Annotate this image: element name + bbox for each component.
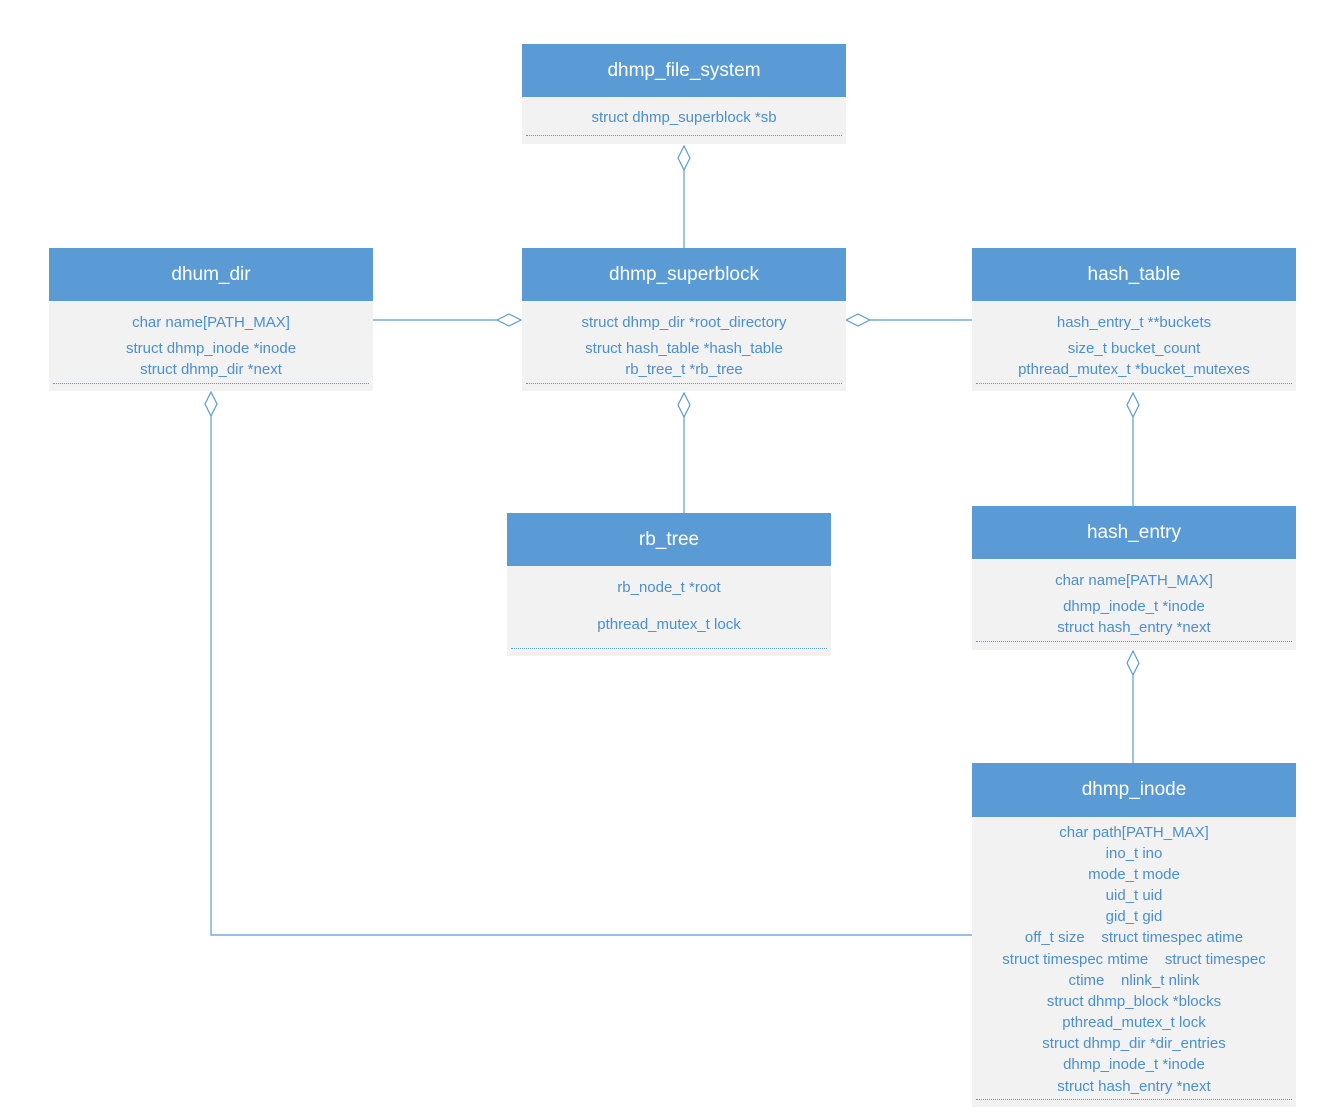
field: rb_tree_t *rb_tree: [625, 361, 743, 378]
field-divider: [526, 135, 842, 136]
field: struct hash_table *hash_table: [585, 340, 783, 357]
field: mode_t mode: [1088, 866, 1180, 883]
class-dhmp-file-system: dhmp_file_system struct dhmp_superblock …: [522, 44, 846, 144]
field: off_t size struct timespec atime: [1024, 929, 1244, 946]
aggregation-diamond-superblock-right: [844, 313, 872, 327]
field-divider: [511, 648, 827, 649]
field: struct hash_entry *next: [1057, 1078, 1211, 1095]
field: pthread_mutex_t lock: [1062, 1014, 1206, 1031]
class-title: dhmp_superblock: [522, 248, 846, 301]
connector-inode-dir: [210, 416, 972, 936]
class-dhum-dir: dhum_dir char name[PATH_MAX] struct dhmp…: [49, 248, 373, 391]
field: pthread_mutex_t *bucket_mutexes: [1018, 361, 1250, 378]
aggregation-diamond-hashentry: [1126, 649, 1140, 677]
field: char name[PATH_MAX]: [1055, 572, 1213, 589]
field: char name[PATH_MAX]: [132, 314, 290, 331]
field: struct dhmp_dir *root_directory: [581, 314, 787, 331]
field: size_t bucket_count: [1067, 340, 1201, 357]
class-fields: rb_node_t *root pthread_mutex_t lock: [507, 566, 831, 656]
class-fields: hash_entry_t **buckets size_t bucket_cou…: [972, 301, 1296, 391]
class-title: dhmp_inode: [972, 763, 1296, 817]
field: struct hash_entry *next: [1057, 619, 1211, 636]
field: gid_t gid: [1105, 908, 1163, 925]
field: pthread_mutex_t lock: [597, 616, 741, 633]
field-divider: [53, 383, 369, 384]
class-title: dhum_dir: [49, 248, 373, 301]
field: ctime nlink_t nlink: [1068, 972, 1200, 989]
aggregation-diamond-dir: [204, 390, 218, 418]
field: char path[PATH_MAX]: [1059, 824, 1209, 841]
field: dhmp_inode_t *inode: [1063, 1056, 1205, 1073]
field: uid_t uid: [1105, 887, 1163, 904]
class-fields: char name[PATH_MAX] dhmp_inode_t *inode …: [972, 559, 1296, 650]
field: struct dhmp_block *blocks: [1046, 993, 1222, 1010]
class-dhmp-inode: dhmp_inode char path[PATH_MAX] ino_t ino…: [972, 763, 1296, 1107]
field: struct dhmp_inode *inode: [125, 340, 297, 357]
field: struct dhmp_superblock *sb: [591, 109, 777, 126]
class-hash-table: hash_table hash_entry_t **buckets size_t…: [972, 248, 1296, 391]
field: struct dhmp_dir *dir_entries: [1042, 1035, 1226, 1052]
class-hash-entry: hash_entry char name[PATH_MAX] dhmp_inod…: [972, 506, 1296, 650]
class-fields: struct dhmp_superblock *sb: [522, 97, 846, 144]
aggregation-diamond-superblock-left: [495, 313, 523, 327]
field: rb_node_t *root: [617, 579, 721, 596]
aggregation-diamond-superblock-bottom: [677, 391, 691, 419]
field-divider: [976, 383, 1292, 384]
field-divider: [976, 1099, 1292, 1100]
aggregation-diamond-hashtable: [1126, 391, 1140, 419]
class-fields: char path[PATH_MAX] ino_t ino mode_t mod…: [972, 817, 1296, 1107]
field: struct timespec mtime struct timespec: [1002, 951, 1266, 968]
class-title: rb_tree: [507, 513, 831, 566]
field: struct dhmp_dir *next: [140, 361, 282, 378]
class-title: dhmp_file_system: [522, 44, 846, 97]
field-divider: [976, 641, 1292, 642]
aggregation-diamond-filesystem: [677, 144, 691, 172]
class-dhmp-superblock: dhmp_superblock struct dhmp_dir *root_di…: [522, 248, 846, 391]
field-divider: [526, 383, 842, 384]
class-rb-tree: rb_tree rb_node_t *root pthread_mutex_t …: [507, 513, 831, 656]
field: dhmp_inode_t *inode: [1063, 598, 1205, 615]
field: hash_entry_t **buckets: [1056, 314, 1212, 331]
class-title: hash_table: [972, 248, 1296, 301]
field: ino_t ino: [1105, 845, 1163, 862]
class-fields: struct dhmp_dir *root_directory struct h…: [522, 301, 846, 391]
class-fields: char name[PATH_MAX] struct dhmp_inode *i…: [49, 301, 373, 391]
class-title: hash_entry: [972, 506, 1296, 559]
